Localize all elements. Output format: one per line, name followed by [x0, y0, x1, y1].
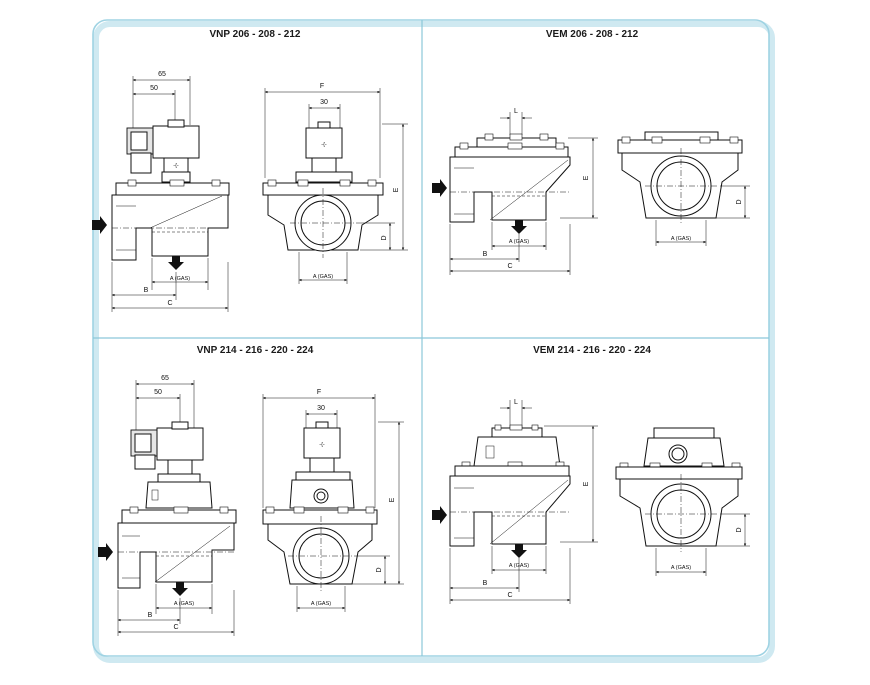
dim-50: 50 — [150, 85, 158, 92]
dim-e: E — [393, 187, 400, 192]
dim-d: D — [376, 567, 383, 572]
vem-small-front-view: D A (GAS) — [617, 131, 750, 246]
dim-l: L — [514, 108, 518, 115]
dim-d: D — [736, 199, 743, 204]
svg-text:-{-: -{- — [319, 442, 325, 448]
dim-50: 50 — [154, 389, 162, 396]
dim-d: D — [381, 235, 388, 240]
dim-b: B — [144, 287, 149, 294]
dim-a-gas: A (GAS) — [671, 236, 691, 242]
vnp-small-side-view: 65 50 -{- A (GAS) B C — [92, 71, 230, 312]
dim-c: C — [167, 300, 172, 307]
dim-a-gas: A (GAS) — [671, 565, 691, 571]
dim-65: 65 — [158, 71, 166, 78]
dim-a-gas: A (GAS) — [170, 276, 190, 282]
dim-b: B — [483, 251, 488, 258]
dim-c: C — [507, 592, 512, 599]
vnp-large-front-view: F 30 -{- E D A (GAS) — [262, 389, 404, 612]
dim-b: B — [483, 580, 488, 587]
dim-f: F — [320, 83, 324, 90]
dim-a-gas: A (GAS) — [311, 601, 331, 607]
dim-f: F — [317, 389, 321, 396]
dim-30: 30 — [320, 99, 328, 106]
panel-title-vem-small: VEM 206 - 208 - 212 — [546, 29, 639, 40]
panel-title-vnp-small: VNP 206 - 208 - 212 — [210, 29, 301, 40]
dim-a-gas: A (GAS) — [313, 274, 333, 280]
dim-a-gas: A (GAS) — [174, 601, 194, 607]
vnp-small-front-view: F 30 -{- E D A (GAS) — [262, 83, 408, 284]
dim-l: L — [514, 399, 518, 406]
dim-c: C — [173, 624, 178, 631]
panel-title-vnp-large: VNP 214 - 216 - 220 - 224 — [197, 345, 314, 356]
dim-b: B — [148, 612, 153, 619]
dim-e: E — [583, 175, 590, 180]
dim-e: E — [389, 497, 396, 502]
vnp-large-side-view: 65 50 A (GAS) B C — [98, 375, 237, 636]
outer-frame — [92, 19, 775, 663]
dim-30: 30 — [317, 405, 325, 412]
vem-large-side-view: L A (GAS) E B C — [432, 399, 598, 604]
svg-text:-{-: -{- — [173, 163, 179, 169]
svg-text:-{-: -{- — [321, 142, 327, 148]
dim-d: D — [736, 527, 743, 532]
panel-title-vem-large: VEM 214 - 216 - 220 - 224 — [533, 345, 651, 356]
vem-large-front-view: D A (GAS) — [615, 427, 750, 576]
vem-small-side-view: L A (GAS) E B C — [432, 108, 598, 275]
dim-e: E — [583, 481, 590, 486]
dim-65: 65 — [161, 375, 169, 382]
dim-c: C — [507, 263, 512, 270]
